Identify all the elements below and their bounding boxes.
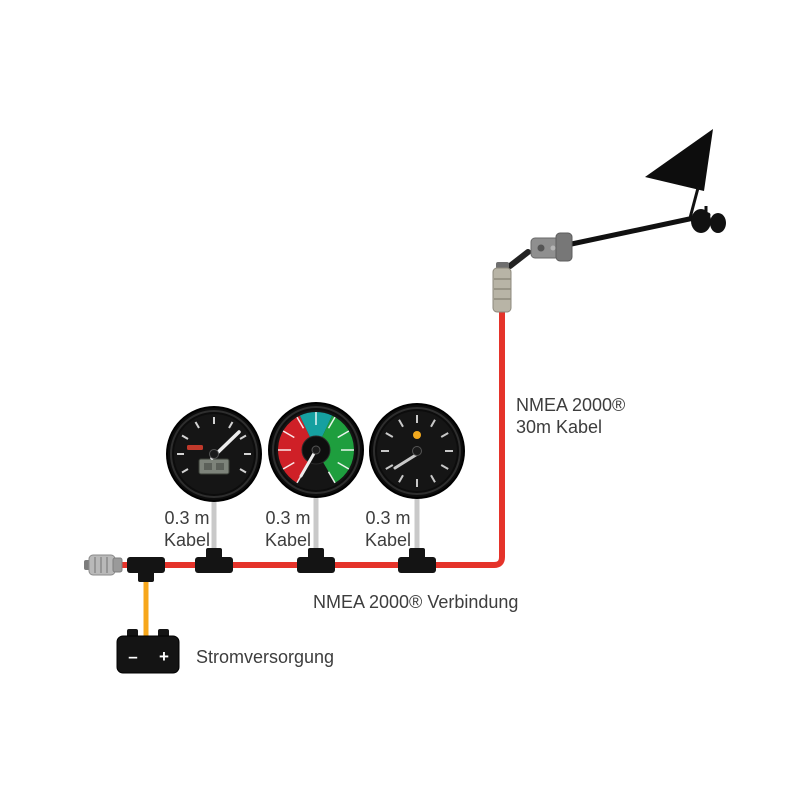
gauge-lcd-display (198, 458, 230, 475)
wind-sensor-icon (492, 129, 726, 313)
wind-angle-gauge-icon (268, 402, 364, 498)
backbone-label: NMEA 2000® Verbindung (313, 592, 519, 612)
sensor-cable-label: NMEA 2000® 30m Kabel (516, 394, 625, 438)
drop-label-1-line2: Kabel (163, 530, 211, 550)
sensor-cable-label-line2: 30m Kabel (516, 417, 603, 437)
nmea-2000-cable (109, 309, 505, 568)
battery-plus-label: + (159, 647, 169, 666)
speed-gauge-icon (166, 406, 262, 502)
gauge-needle (299, 448, 318, 478)
drop-label-2-line1: 0.3 m (265, 508, 311, 528)
drop-label-2-line2: Kabel (264, 530, 312, 550)
wind-vane-icon (645, 129, 713, 191)
sensor-cable-connector (492, 262, 512, 313)
drop-cable-label-1: 0.3 m Kabel (147, 507, 227, 551)
sensor-cable-label-line1: NMEA 2000® (516, 395, 626, 415)
drop-label-3-line1: 0.3 m (365, 508, 411, 528)
multifunction-gauge-icon (369, 403, 465, 499)
wind-sensor-arm (545, 212, 711, 252)
drop-label-1-line1: 0.3 m (164, 508, 210, 528)
wind-sector-teal (299, 412, 333, 450)
sensor-bracket (507, 232, 573, 269)
t-connector-gauge-2 (297, 548, 335, 573)
drop-cable-label-3: 0.3 m Kabel (348, 507, 428, 551)
drop-label-3-line2: Kabel (364, 530, 412, 550)
power-label: Stromversorgung (196, 647, 335, 667)
wind-cups-icon (691, 206, 726, 233)
battery-icon: – + (116, 629, 180, 674)
battery-minus-label: – (128, 647, 137, 666)
gauge-brand-mark (187, 445, 203, 450)
t-connector-power (127, 557, 165, 582)
gauge-yellow-indicator (413, 431, 421, 439)
terminator-icon (84, 554, 123, 576)
drop-cable-label-2: 0.3 m Kabel (248, 507, 328, 551)
t-connector-gauge-3 (398, 548, 436, 573)
t-connector-gauge-1 (195, 548, 233, 573)
